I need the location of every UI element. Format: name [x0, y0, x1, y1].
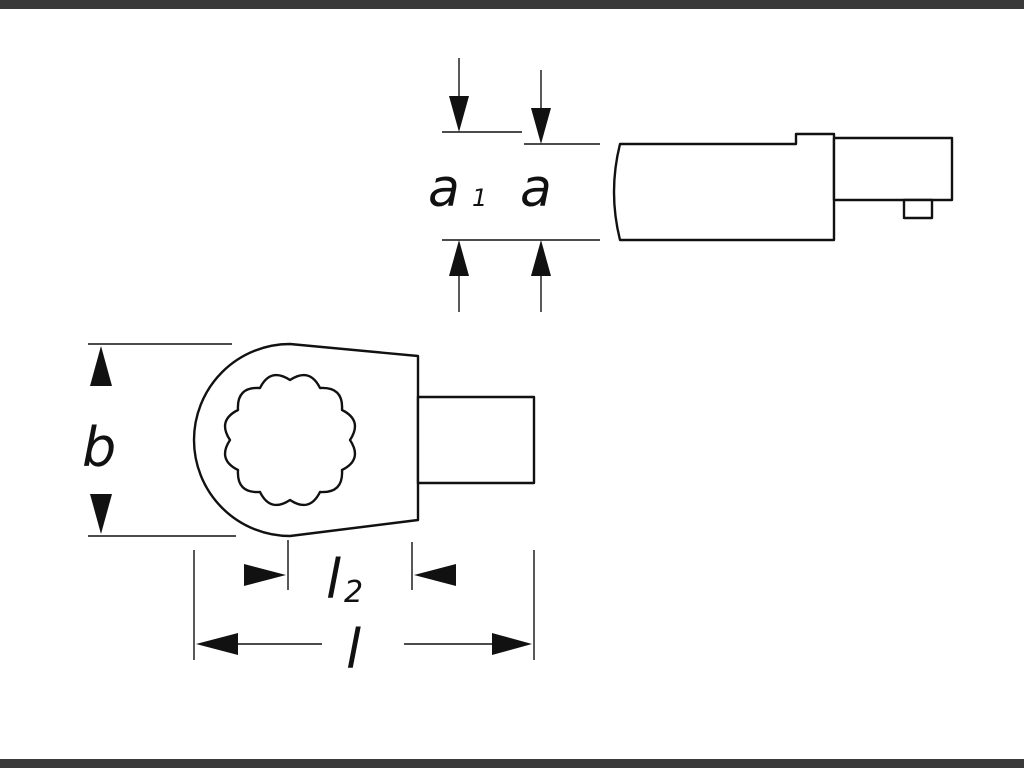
- top-border-band: [0, 0, 1024, 9]
- label-b: b: [82, 416, 116, 479]
- dimension-a-group: a 1 a: [428, 58, 600, 312]
- a1-arrow-down: [449, 96, 469, 132]
- l2-arrow-left: [414, 564, 456, 586]
- dimension-l-group: l: [193, 550, 535, 681]
- label-l2-subscript: 2: [344, 575, 363, 610]
- b-arrow-down: [90, 494, 112, 534]
- l-arrow-left: [196, 633, 238, 655]
- dimension-l2-group: l 2: [244, 540, 456, 611]
- front-view-12-point-bore: [223, 373, 357, 507]
- label-a1: a: [428, 159, 460, 219]
- a-arrow-down: [531, 108, 551, 144]
- a-arrow-up: [531, 240, 551, 276]
- front-view-square-drive: [416, 395, 536, 485]
- label-a1-subscript: 1: [472, 184, 487, 212]
- l2-arrow-right: [244, 564, 286, 586]
- side-view: [612, 132, 954, 242]
- a1-arrow-up: [449, 240, 469, 276]
- b-arrow-up: [90, 346, 112, 386]
- side-view-square-drive: [832, 136, 954, 202]
- label-l2: l: [326, 548, 341, 611]
- l-arrow-right: [492, 633, 532, 655]
- front-view: [192, 342, 536, 538]
- bottom-border-band: [0, 759, 1024, 768]
- side-view-body: [612, 132, 836, 242]
- label-a: a: [520, 159, 552, 219]
- dimension-b-group: b: [82, 343, 236, 537]
- side-view-detent-pin: [902, 198, 934, 220]
- label-l: l: [346, 618, 361, 681]
